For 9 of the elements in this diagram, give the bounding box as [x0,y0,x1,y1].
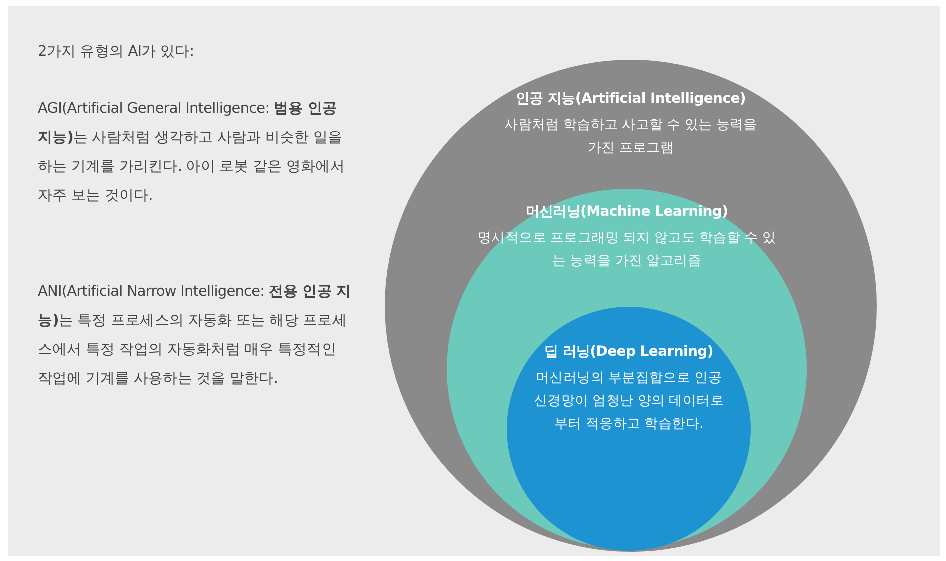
circle-heading: 딥 러닝(Deep Learning) [544,343,714,361]
circle-heading: 머신러닝(Machine Learning) [524,203,730,221]
definition-paragraph: AGI(Artificial General Intelligence: 범용 인공 지능)는 사람처럼 생각하고 사람과 비슷한 일을 하는 기계를 가리킨다. 아이 로봇 같은 영화에서 자주 보는 것이다. [38,100,346,206]
circle-description: 명시적으로 프로그래밍 되지 않고도 학습할 수 있는 능력을 가진 알고리즘 [477,229,777,271]
circle-description: 사람처럼 학습하고 사고할 수 있는 능력을 가진 프로그램 [504,116,758,158]
definition-paragraph: ANI(Artificial Narrow Intelligence: 전용 인공 지능)는 특정 프로세스의 자동화 또는 해당 프로세스에서 특정 작업의 자동화처럼 매우 특정적인 작업에 기계를 사용하는 것을 말한다. [38,283,352,389]
circle-description: 머신러닝의 부분집합으로 인공 신경망이 엄청난 양의 데이터로부터 적응하고 학습한다. [532,369,726,434]
intro-text: 2가지 유형의 AI가 있다: [38,43,196,62]
circle-heading: 인공 지능(Artificial Intelligence) [514,90,748,108]
